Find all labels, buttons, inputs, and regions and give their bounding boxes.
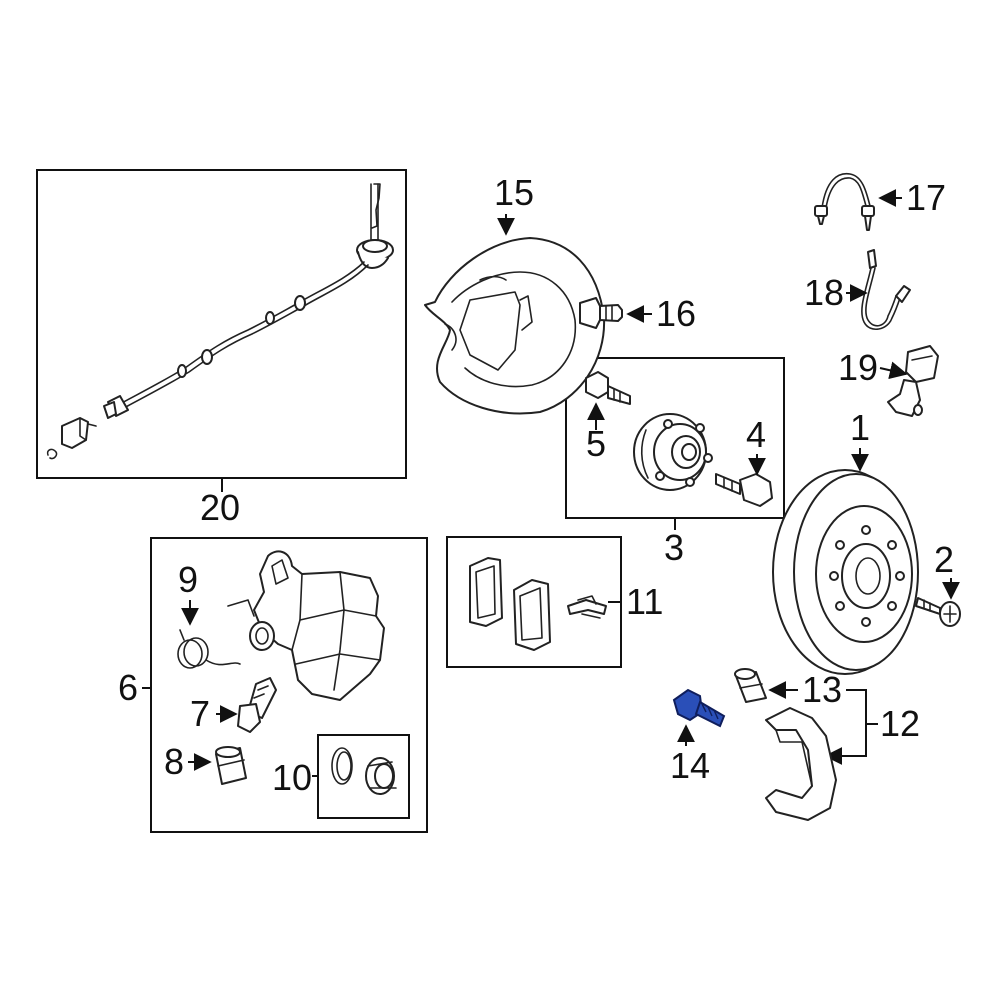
part-5-hub-bolt xyxy=(585,371,631,405)
callout-10: 10 xyxy=(272,757,312,798)
part-9-spring xyxy=(177,629,241,669)
callout-13: 13 xyxy=(802,669,842,710)
callout-5: 5 xyxy=(586,423,606,464)
part-20-abs-wire xyxy=(46,183,394,460)
callout-17: 17 xyxy=(906,177,946,218)
callout-9: 9 xyxy=(178,559,198,600)
part-10-seal-kit xyxy=(331,747,397,795)
callout-20: 20 xyxy=(200,487,240,528)
callout-2: 2 xyxy=(934,539,954,580)
part-13-bushing xyxy=(734,668,767,703)
part-17-wear-sensor xyxy=(814,172,875,231)
callout-15: 15 xyxy=(494,172,534,213)
part-15-backing-plate xyxy=(424,237,606,415)
part-3-hub-bearing xyxy=(633,413,713,491)
box-20-abs-wire xyxy=(36,169,407,479)
part-8-boot xyxy=(215,746,247,785)
callout-4: 4 xyxy=(746,414,766,455)
callout-6: 6 xyxy=(118,667,138,708)
part-4-hub-bolt xyxy=(715,473,773,507)
part-12-caliper-bracket xyxy=(765,707,837,821)
callout-18: 18 xyxy=(804,272,844,313)
box-10-seal-kit xyxy=(317,734,410,819)
callout-8: 8 xyxy=(164,741,184,782)
part-14-bolt-highlighted[interactable] xyxy=(672,688,726,728)
callout-14: 14 xyxy=(670,745,710,786)
box-6-caliper xyxy=(150,537,428,833)
callout-3: 3 xyxy=(664,527,684,568)
part-18-wear-sensor xyxy=(861,249,911,330)
part-6-caliper xyxy=(227,550,385,701)
leader-19 xyxy=(879,361,908,380)
part-7-guide-pin xyxy=(237,677,277,733)
callout-11: 11 xyxy=(626,581,663,622)
part-11-brake-pads xyxy=(469,557,607,651)
part-2-rotor-screw xyxy=(915,597,961,627)
part-19-speed-sensor xyxy=(887,345,939,417)
callout-12: 12 xyxy=(880,703,920,744)
callout-19: 19 xyxy=(838,347,878,388)
callout-7: 7 xyxy=(190,693,210,734)
part-1-brake-rotor xyxy=(772,469,919,675)
callout-1: 1 xyxy=(850,407,870,448)
part-16-bolt xyxy=(579,297,623,329)
callout-16: 16 xyxy=(656,293,696,334)
